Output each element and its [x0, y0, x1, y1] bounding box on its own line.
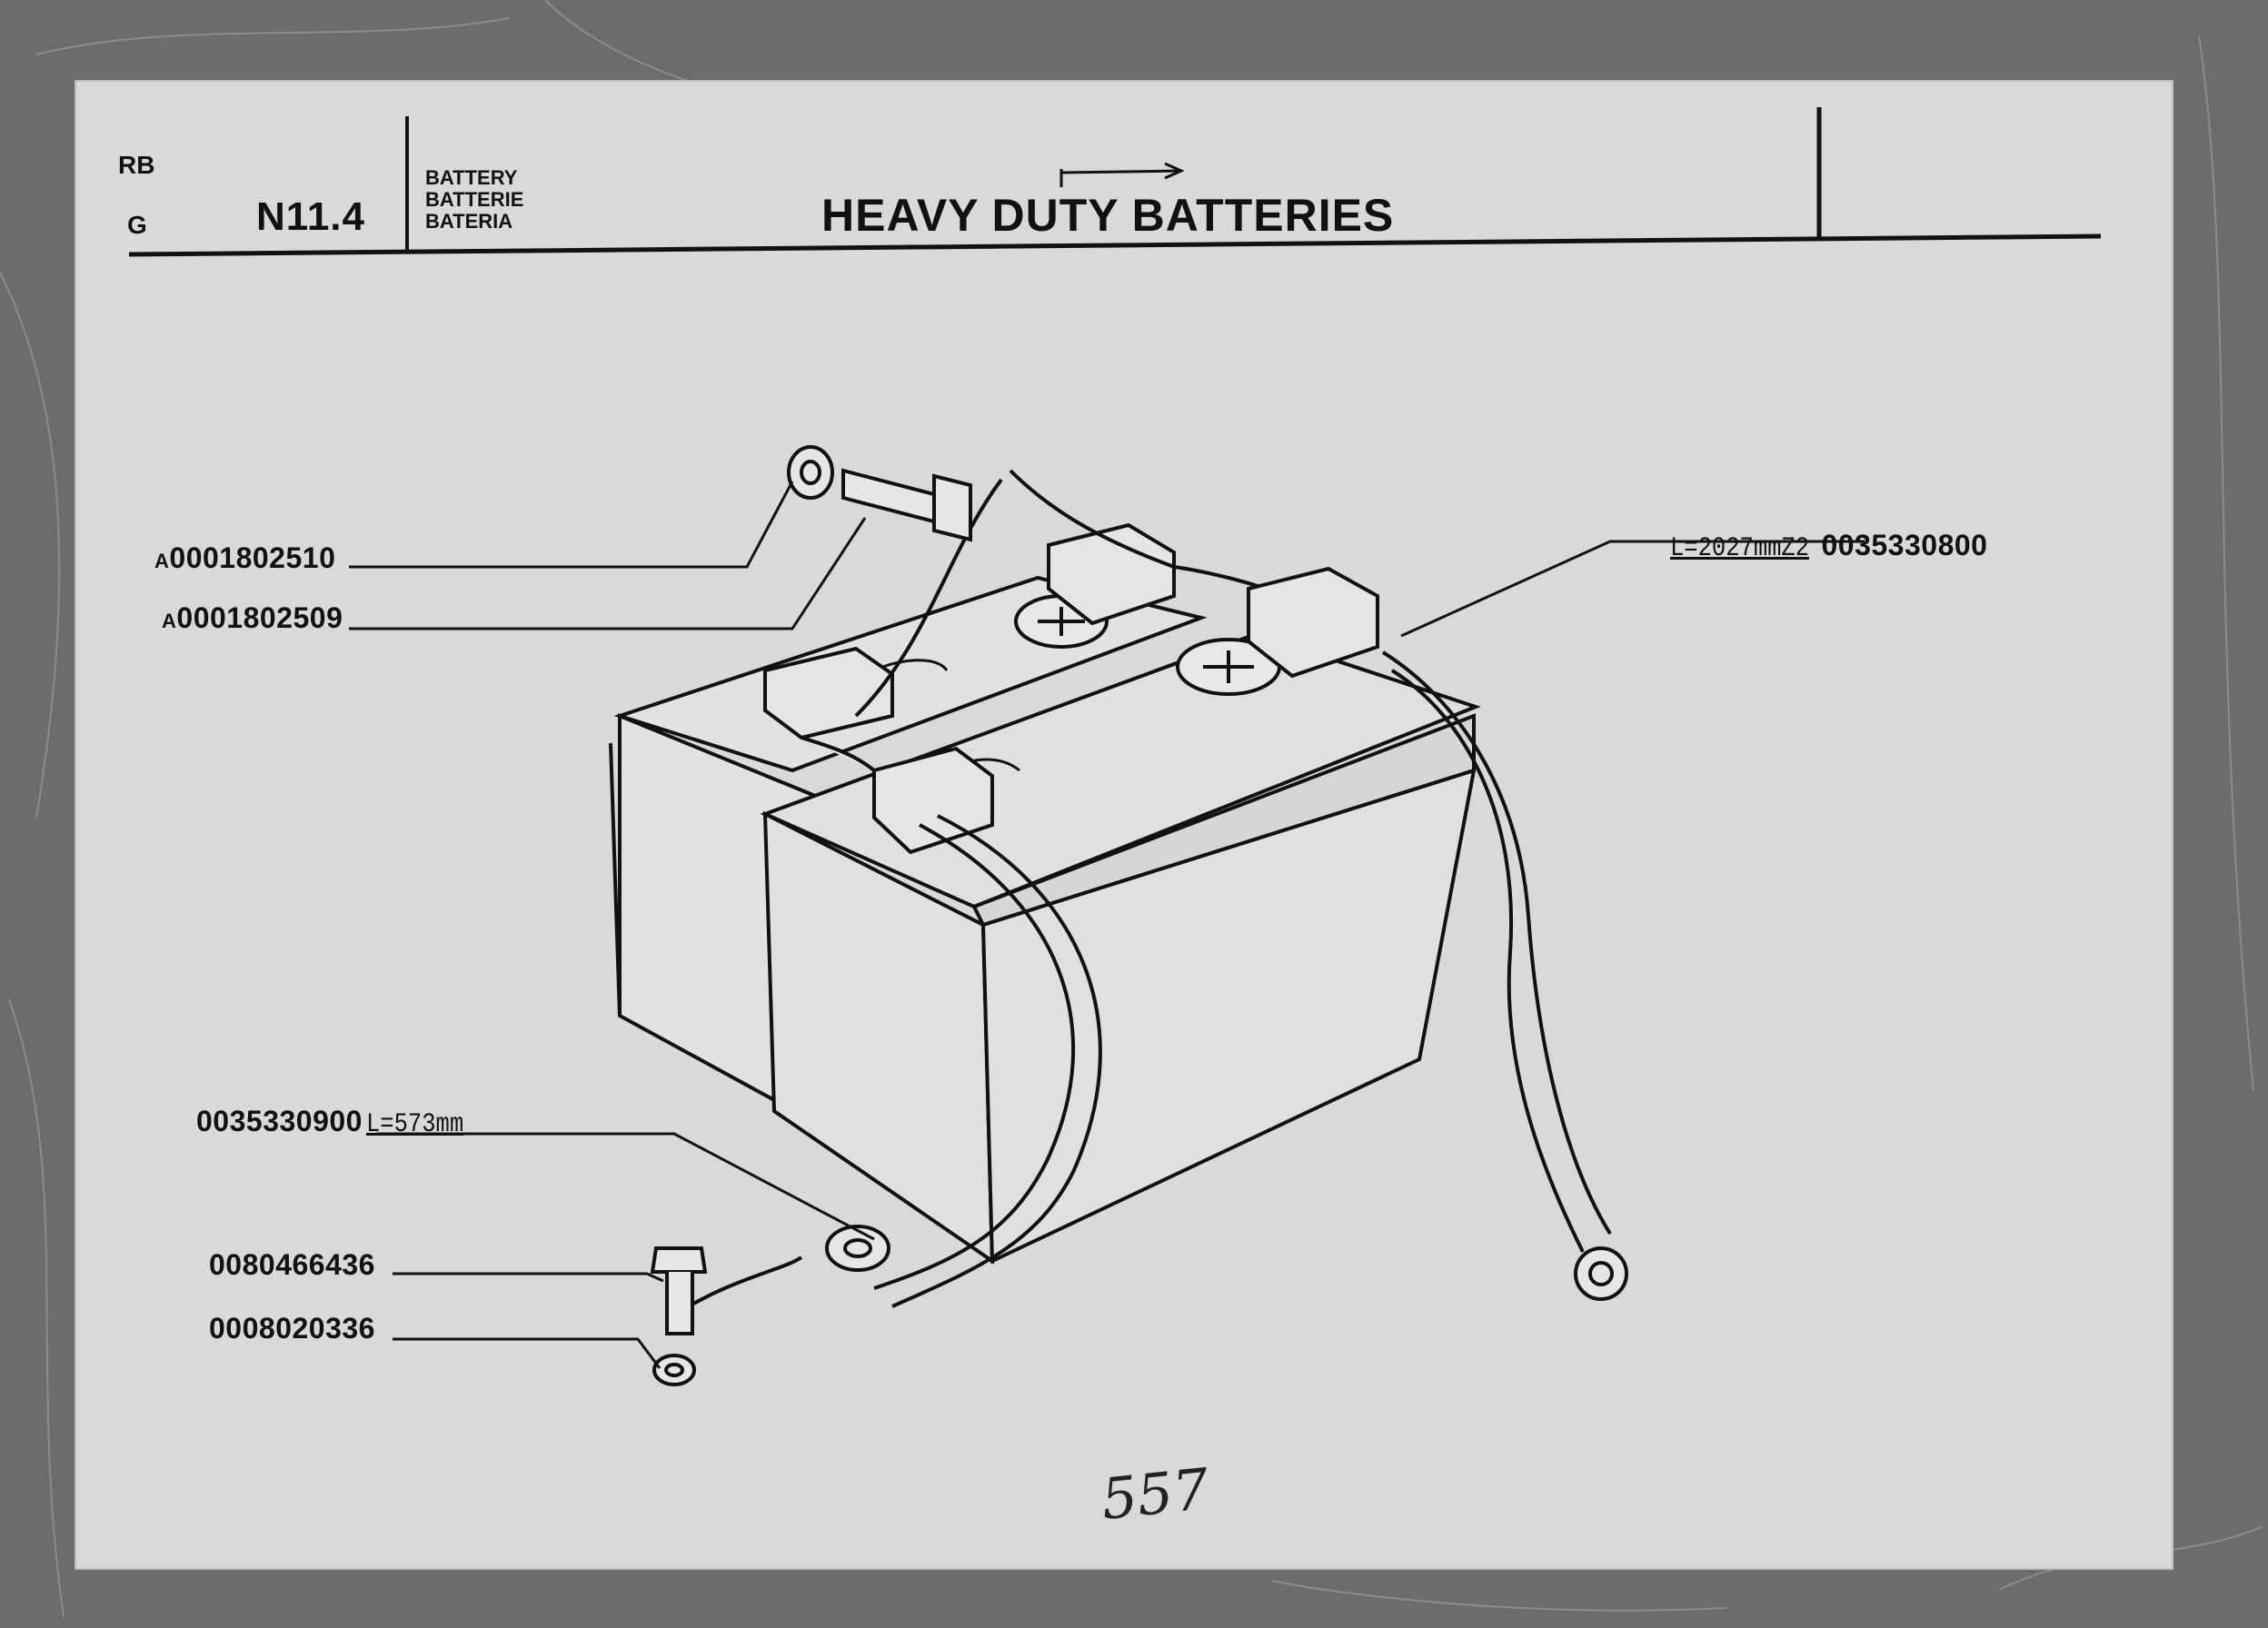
group-name-en: BATTERY: [425, 166, 518, 189]
cables: [672, 469, 1612, 1317]
model-code-top: RB: [118, 151, 155, 179]
battery-diagram: [128, 107, 2102, 1386]
callout-bolt-bottom: 0080466436: [209, 1248, 375, 1281]
header-rule: [128, 233, 2102, 257]
bottom-bolt-icon: [650, 1246, 708, 1386]
callout-short-cable: 0035330900 L=573mm: [196, 1105, 481, 1140]
group-name-de: BATTERIE: [425, 188, 524, 211]
callout-nut: A0001802510: [154, 541, 335, 575]
direction-arrow: [1059, 162, 1185, 187]
part-number: 0001802510: [169, 541, 336, 574]
group-name-list: BATTERY BATTERIE BATERIA: [425, 167, 523, 233]
part-number: 0001802509: [176, 601, 343, 634]
hex-nut-icon: [787, 445, 834, 500]
terminal-clamps: [763, 522, 1379, 855]
model-code-bottom: G: [127, 211, 147, 239]
page-number: 557: [1098, 1455, 1212, 1533]
part-number: 0035330800: [1821, 529, 1988, 561]
catalog-sheet: RB G N11.4 BATTERY BATTERIE BATERIA HEAV…: [75, 80, 2174, 1570]
part-number: 0035330900: [196, 1105, 363, 1137]
group-name-es: BATERIA: [425, 210, 513, 233]
cable-length: L=573mm: [366, 1109, 464, 1140]
hex-bolt-icon: [841, 468, 972, 542]
cable-length: L=2027mmZ2: [1670, 533, 1810, 564]
callout-bolt-top: A0001802509: [162, 601, 343, 635]
callout-prefix: A: [162, 610, 177, 632]
section-code: N11.4: [256, 194, 365, 239]
page-title: HEAVY DUTY BATTERIES: [821, 190, 1395, 241]
leader-lines: [349, 481, 1865, 1369]
battery-right: [760, 631, 1481, 1265]
callout-prefix: A: [154, 550, 170, 572]
callout-long-cable: L=2027mmZ2 0035330800: [1670, 529, 1987, 564]
callout-nut-bottom: 0008020336: [209, 1312, 375, 1345]
ring-terminals: [825, 1225, 1628, 1301]
